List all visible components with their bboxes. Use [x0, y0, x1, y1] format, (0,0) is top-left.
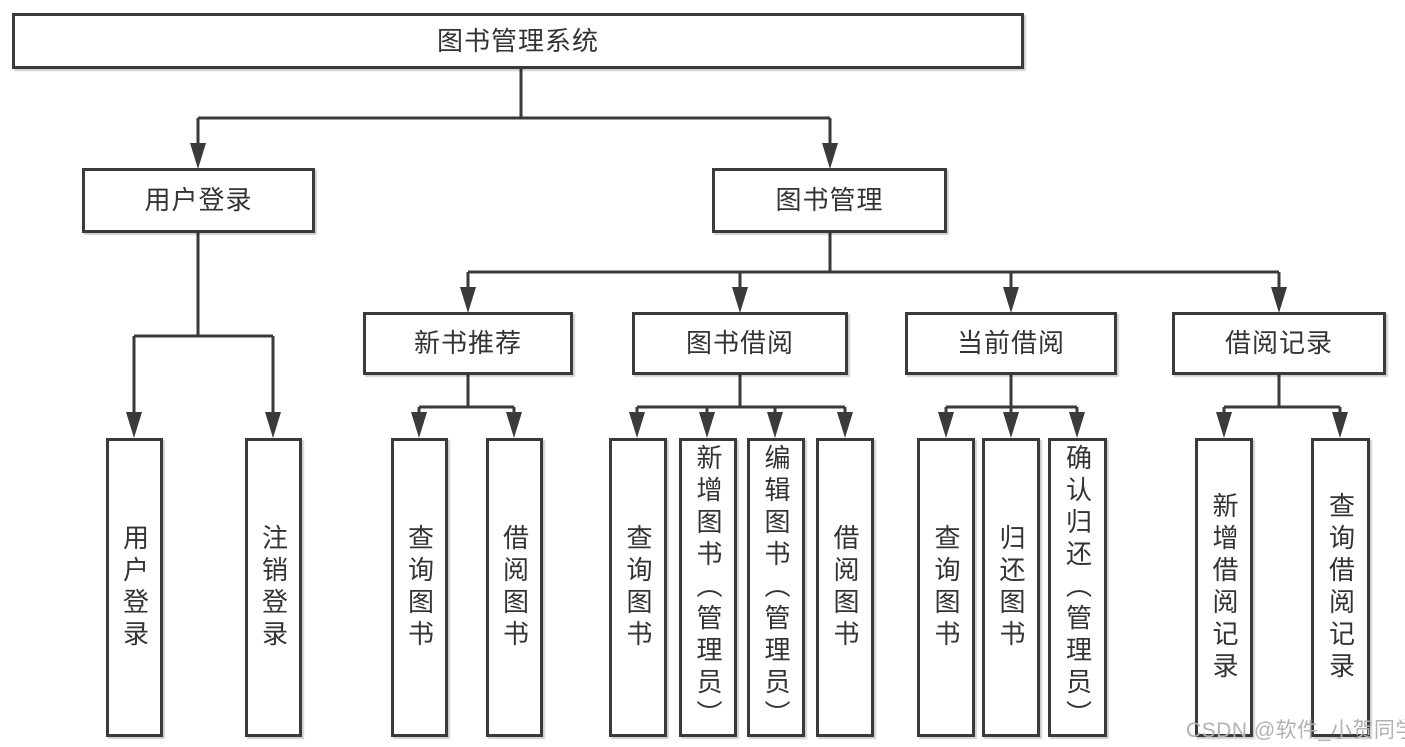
node-label: 借阅记录	[1224, 328, 1333, 359]
arrowhead-icon	[629, 412, 645, 438]
leaf-borrow-books: 借阅图书	[816, 438, 874, 737]
connector-current-borrowing-children	[938, 375, 1085, 438]
node-label: 借阅图书	[830, 523, 860, 652]
arrowhead-icon	[1069, 412, 1085, 438]
node-label: 借阅图书	[499, 523, 530, 652]
node-label: 归还图书	[996, 523, 1026, 652]
arrowhead-icon	[732, 287, 748, 313]
leaf-query-books-recommend: 查询图书	[391, 438, 448, 737]
arrowhead-icon	[1332, 412, 1348, 438]
leaf-confirm-return-admin: 确认归还（管理员）	[1048, 438, 1107, 737]
node-label: 查询图书	[931, 523, 961, 652]
node-book-borrowing: 图书借阅	[632, 312, 848, 375]
leaf-query-books-current: 查询图书	[917, 438, 975, 737]
leaf-edit-book-admin: 编辑图书（管理员）	[747, 438, 805, 737]
node-label: 查询图书	[623, 523, 653, 652]
arrowhead-icon	[822, 143, 838, 169]
node-user-login: 用户登录	[82, 168, 315, 233]
connector-book-management-children	[460, 233, 1287, 313]
arrowhead-icon	[126, 412, 142, 438]
leaf-user-login: 用户登录	[106, 438, 163, 737]
node-new-book-recommendation: 新书推荐	[363, 312, 573, 375]
node-label: 图书管理	[775, 185, 884, 216]
node-label: 查询借阅记录	[1325, 491, 1356, 684]
node-book-management: 图书管理	[712, 168, 947, 233]
arrowhead-icon	[699, 412, 715, 438]
connector-new-book-recommendation-children	[411, 375, 522, 438]
arrowhead-icon	[1003, 412, 1019, 438]
node-label: 确认归还（管理员）	[1062, 443, 1093, 732]
connector-user-login-children	[126, 233, 281, 438]
leaf-query-books-borrowing: 查询图书	[609, 438, 667, 737]
leaf-borrow-books-recommend: 借阅图书	[486, 438, 543, 737]
arrowhead-icon	[837, 412, 853, 438]
node-label: 当前借阅	[956, 328, 1065, 359]
connector-root-to-level1	[190, 69, 838, 169]
arrowhead-icon	[265, 412, 281, 438]
node-label: 图书借阅	[685, 328, 794, 359]
leaf-query-borrow-record: 查询借阅记录	[1311, 438, 1370, 737]
arrowhead-icon	[938, 412, 954, 438]
node-borrowing-records: 借阅记录	[1172, 312, 1386, 375]
arrowhead-icon	[1271, 287, 1287, 313]
node-label: 编辑图书（管理员）	[761, 443, 791, 732]
arrowhead-icon	[460, 287, 476, 313]
node-label: 新增借阅记录	[1209, 491, 1239, 684]
arrowhead-icon	[1003, 287, 1019, 313]
node-library-management-system: 图书管理系统	[12, 13, 1024, 69]
leaf-return-books: 归还图书	[982, 438, 1040, 737]
arrowhead-icon	[1216, 412, 1232, 438]
leaf-logout: 注销登录	[245, 438, 302, 737]
leaf-add-book-admin: 新增图书（管理员）	[679, 438, 737, 737]
connector-book-borrowing-children	[629, 375, 853, 438]
arrowhead-icon	[411, 412, 427, 438]
node-label: 新书推荐	[413, 328, 522, 359]
connector-borrowing-records-children	[1216, 375, 1348, 438]
node-label: 用户登录	[119, 523, 150, 652]
node-label: 图书管理系统	[436, 25, 599, 56]
watermark: CSDN @软件_小贺同学	[1186, 719, 1405, 742]
leaf-add-borrow-record: 新增借阅记录	[1195, 438, 1253, 737]
arrowhead-icon	[190, 143, 206, 169]
node-current-borrowing: 当前借阅	[905, 312, 1117, 375]
node-label: 用户登录	[144, 185, 253, 216]
arrowhead-icon	[506, 412, 522, 438]
node-label: 注销登录	[258, 523, 289, 652]
arrowhead-icon	[767, 412, 783, 438]
node-label: 查询图书	[404, 523, 435, 652]
node-label: 新增图书（管理员）	[693, 443, 723, 732]
